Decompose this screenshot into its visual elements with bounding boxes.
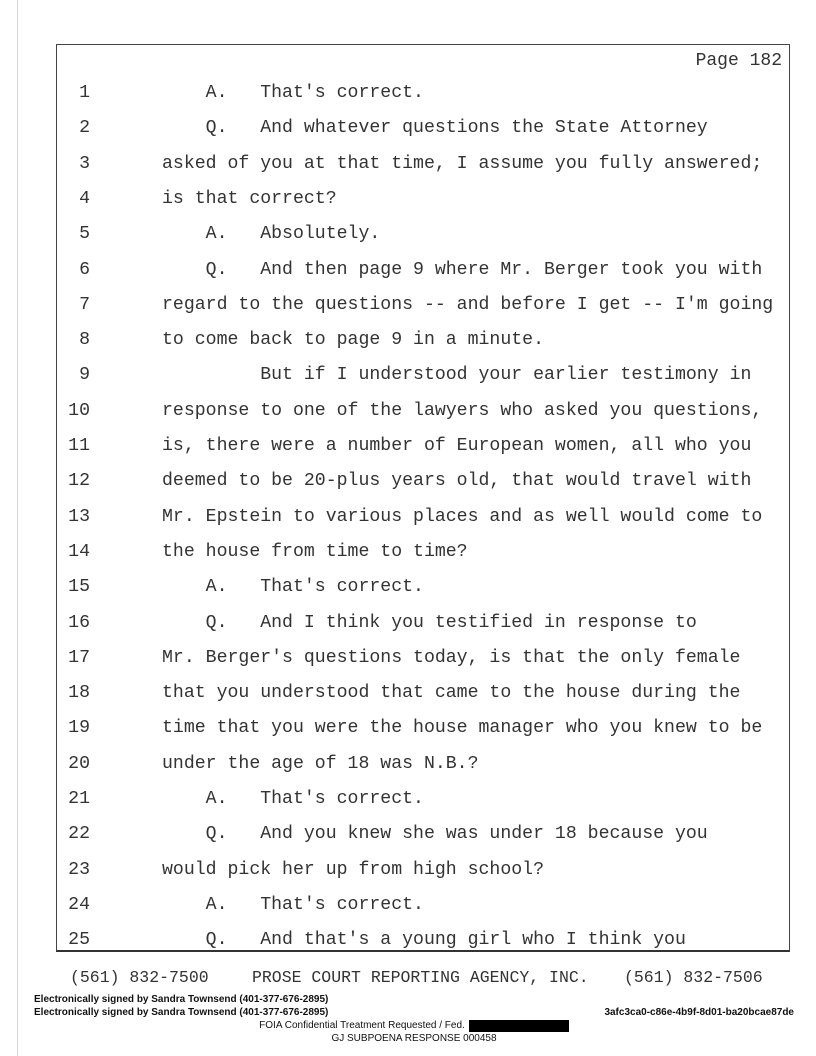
foia-row: FOIA Confidential Treatment Requested / …: [34, 1019, 794, 1032]
line-text: is, there were a number of European wome…: [162, 436, 752, 456]
transcript-line: 21 A. That's correct.: [0, 787, 790, 811]
line-number: 14: [68, 541, 90, 562]
transcript-line: 24 A. That's correct.: [0, 893, 790, 917]
line-number: 2: [79, 118, 90, 139]
line-text: A. Absolutely.: [162, 224, 381, 245]
redaction-box: [468, 1019, 569, 1032]
transcript-line: 10 response to one of the lawyers who ask…: [0, 399, 790, 423]
line-text: under the age of 18 was N.B.?: [162, 753, 479, 774]
line-text: regard to the questions -- and before I …: [162, 294, 774, 315]
line-text: Q. And you knew she was under 18 because…: [162, 824, 708, 845]
line-number: 22: [68, 824, 90, 845]
line-text: deemed to be 20-plus years old, that wou…: [162, 471, 752, 492]
line-number: 8: [79, 330, 90, 351]
transcript-line: 16 Q. And I think you testified in respo…: [0, 611, 790, 635]
signature-row-1: Electronically signed by Sandra Townsend…: [34, 993, 794, 1006]
agency-name: PROSE COURT REPORTING AGENCY, INC.: [252, 968, 589, 987]
line-number: 11: [68, 436, 90, 456]
line-text: But if I understood your earlier testimo…: [162, 365, 752, 386]
line-text: Mr. Epstein to various places and as wel…: [162, 506, 763, 527]
transcript-line: 6 Q. And then page 9 where Mr. Berger to…: [0, 258, 790, 282]
line-number: 24: [68, 894, 90, 915]
line-number: 9: [79, 365, 90, 386]
line-number: 6: [79, 259, 90, 280]
line-text: A. That's correct.: [162, 83, 424, 103]
line-text: Q. And then page 9 where Mr. Berger took…: [162, 259, 763, 280]
line-number: 7: [79, 294, 90, 315]
line-number: 18: [68, 683, 90, 704]
transcript-line: 15 A. That's correct.: [0, 575, 790, 599]
line-number: 20: [68, 753, 90, 774]
transcript-line: 17 Mr. Berger's questions today, is that …: [0, 646, 790, 670]
line-text: time that you were the house manager who…: [162, 718, 763, 739]
line-text: A. That's correct.: [162, 789, 424, 809]
line-number: 4: [79, 188, 90, 209]
phone-left: (561) 832-7500: [70, 968, 209, 987]
line-text: Q. And whatever questions the State Atto…: [162, 118, 708, 139]
signature-line-1: Electronically signed by Sandra Townsend…: [34, 994, 329, 1005]
foia-notice: FOIA Confidential Treatment Requested / …: [259, 1020, 465, 1031]
line-text: the house from time to time?: [162, 541, 468, 562]
line-text: asked of you at that time, I assume you …: [162, 153, 763, 174]
line-text: is that correct?: [162, 188, 337, 209]
page-number-header: Page 182: [695, 51, 782, 71]
phone-right: (561) 832-7506: [624, 968, 763, 987]
line-number: 17: [68, 647, 90, 668]
transcript-line: 12 deemed to be 20-plus years old, that w…: [0, 469, 790, 493]
line-text: response to one of the lawyers who asked…: [162, 400, 763, 421]
transcript-line: 11 is, there were a number of European wo…: [0, 434, 790, 458]
signature-line-2: Electronically signed by Sandra Townsend…: [34, 1007, 329, 1018]
transcript-line: 1 A. That's correct.: [0, 81, 790, 105]
line-number: 25: [68, 930, 90, 951]
line-text: that you understood that came to the hou…: [162, 683, 741, 704]
transcript-line: 25 Q. And that's a young girl who I thin…: [0, 928, 790, 952]
line-text: would pick her up from high school?: [162, 859, 544, 880]
transcript-line: 20 under the age of 18 was N.B.?: [0, 752, 790, 776]
transcript-frame: [56, 44, 790, 952]
line-number: 16: [68, 612, 90, 633]
line-text: Q. And I think you testified in response…: [162, 612, 697, 633]
signature-row-2: Electronically signed by Sandra Townsend…: [34, 1006, 794, 1019]
line-number: 12: [68, 471, 90, 492]
bates-number: GJ SUBPOENA RESPONSE 000458: [331, 1033, 497, 1044]
transcript-line: 8 to come back to page 9 in a minute.: [0, 328, 790, 352]
line-text: A. That's correct.: [162, 894, 424, 915]
document-hash: 3afc3ca0-c86e-4b9f-8d01-ba20bcae87de: [604, 1007, 794, 1018]
bates-row: GJ SUBPOENA RESPONSE 000458: [34, 1032, 794, 1045]
transcript-line: 2 Q. And whatever questions the State At…: [0, 116, 790, 140]
transcript-line: 14 the house from time to time?: [0, 540, 790, 564]
transcript-line: 7 regard to the questions -- and before I…: [0, 293, 790, 317]
line-text: A. That's correct.: [162, 577, 424, 598]
transcript-line: 22 Q. And you knew she was under 18 beca…: [0, 822, 790, 846]
line-number: 3: [79, 153, 90, 174]
line-number: 1: [79, 83, 90, 103]
line-number: 13: [68, 506, 90, 527]
transcript-line: 18 that you understood that came to the h…: [0, 681, 790, 705]
line-number: 23: [68, 859, 90, 880]
line-text: Mr. Berger's questions today, is that th…: [162, 647, 741, 668]
line-text: Q. And that's a young girl who I think y…: [162, 930, 686, 951]
transcript-line: 19 time that you were the house manager w…: [0, 716, 790, 740]
page-edge-rule: [17, 0, 18, 1056]
reporter-footer: (561) 832-7500 PROSE COURT REPORTING AGE…: [0, 968, 816, 988]
line-number: 21: [68, 789, 90, 809]
line-text: to come back to page 9 in a minute.: [162, 330, 544, 351]
transcript-line: 4 is that correct?: [0, 187, 790, 211]
line-number: 5: [79, 224, 90, 245]
transcript-line: 23 would pick her up from high school?: [0, 858, 790, 882]
transcript-line: 9 But if I understood your earlier testi…: [0, 363, 790, 387]
line-number: 15: [68, 577, 90, 598]
transcript-line: 13 Mr. Epstein to various places and as w…: [0, 505, 790, 529]
transcript-line: 5 A. Absolutely.: [0, 222, 790, 246]
line-number: 19: [68, 718, 90, 739]
transcript-line: 3 asked of you at that time, I assume you…: [0, 152, 790, 176]
line-number: 10: [68, 400, 90, 421]
